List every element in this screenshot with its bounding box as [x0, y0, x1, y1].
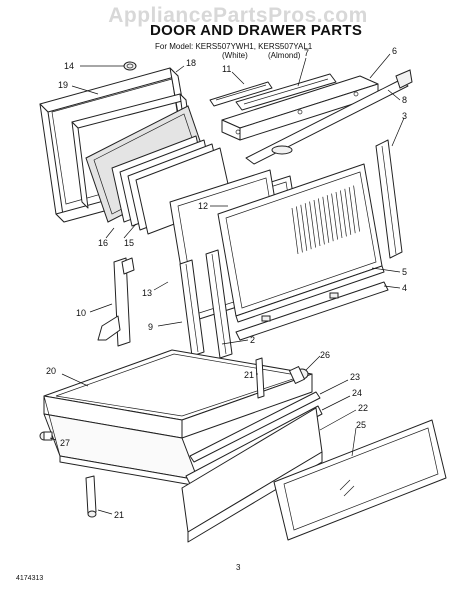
callout-18: 18 — [186, 58, 196, 68]
callout-8: 8 — [402, 95, 407, 105]
callout-23: 23 — [350, 372, 360, 382]
callout-14: 14 — [64, 61, 74, 71]
callout-21-upper: 21 — [244, 370, 254, 380]
callout-labels: 14 18 19 11 7 6 8 3 12 5 4 13 9 2 10 16 … — [46, 46, 407, 520]
vent-slot — [304, 203, 312, 250]
vent-slot — [322, 196, 330, 243]
callout-20: 20 — [46, 366, 56, 376]
vent-slot — [318, 198, 325, 245]
leader-lines — [49, 53, 405, 515]
callout-16: 16 — [98, 238, 108, 248]
callout-22: 22 — [358, 403, 368, 413]
model-line: For Model: KERS507YWH1, KERS507YAL1 — [155, 42, 313, 51]
vent-slot — [313, 199, 321, 247]
part-22-drawer-front — [181, 407, 323, 543]
vent-slot — [340, 190, 347, 237]
color-white-label: (White) — [222, 51, 248, 60]
part-21-bracket-upper — [255, 357, 265, 399]
page-title: DOOR AND DRAWER PARTS — [150, 22, 363, 39]
part-14-clip — [123, 61, 137, 71]
vent-slot — [348, 187, 356, 234]
callout-3: 3 — [402, 111, 407, 121]
part-2-door-trim — [205, 249, 233, 359]
part-27-stop — [39, 431, 53, 441]
part-20-drawer — [43, 349, 313, 487]
part-10-hinge — [97, 257, 135, 347]
callout-19: 19 — [58, 80, 68, 90]
callout-26: 26 — [320, 350, 330, 360]
part-11-bracket — [209, 81, 273, 107]
callout-12: 12 — [198, 201, 208, 211]
callout-10: 10 — [76, 308, 86, 318]
callout-15: 15 — [124, 238, 134, 248]
watermark: AppliancePartsPros.com — [108, 4, 368, 27]
page-number: 3 — [236, 563, 241, 572]
part-4-bottom-channel — [235, 281, 389, 341]
vent-slot — [309, 201, 316, 248]
callout-4: 4 — [402, 283, 407, 293]
callout-21-lower: 21 — [114, 510, 124, 520]
vent-slot — [331, 193, 338, 240]
vent-slot — [326, 195, 334, 242]
callout-27: 27 — [60, 438, 70, 448]
document-number: 4174313 — [16, 575, 44, 582]
part-25-panel — [273, 419, 447, 541]
part-5-outer-door — [217, 163, 385, 323]
vent-slot — [344, 188, 352, 235]
callout-2: 2 — [250, 335, 255, 345]
callout-5: 5 — [402, 267, 407, 277]
callout-13: 13 — [142, 288, 152, 298]
vent-slot — [300, 204, 308, 251]
part-21-bracket-lower — [85, 475, 97, 518]
part-8-handle-rod — [245, 69, 413, 165]
callout-11: 11 — [222, 64, 231, 74]
vent-slot — [335, 191, 343, 239]
part-23-slide — [189, 391, 321, 463]
callout-9: 9 — [148, 322, 153, 332]
callout-6: 6 — [392, 46, 397, 56]
part-9-door-trim — [179, 259, 205, 357]
vent-slot — [291, 207, 299, 255]
part-3-side-channel — [375, 139, 403, 259]
vent-slots — [291, 185, 360, 255]
callout-7: 7 — [304, 48, 309, 58]
vent-slot — [353, 185, 360, 232]
callout-24: 24 — [352, 388, 362, 398]
part-26-roller — [289, 366, 309, 384]
color-almond-label: (Almond) — [268, 51, 301, 60]
part-15-glass-pack — [111, 135, 233, 235]
vent-slot — [296, 206, 303, 253]
callout-25: 25 — [356, 420, 366, 430]
